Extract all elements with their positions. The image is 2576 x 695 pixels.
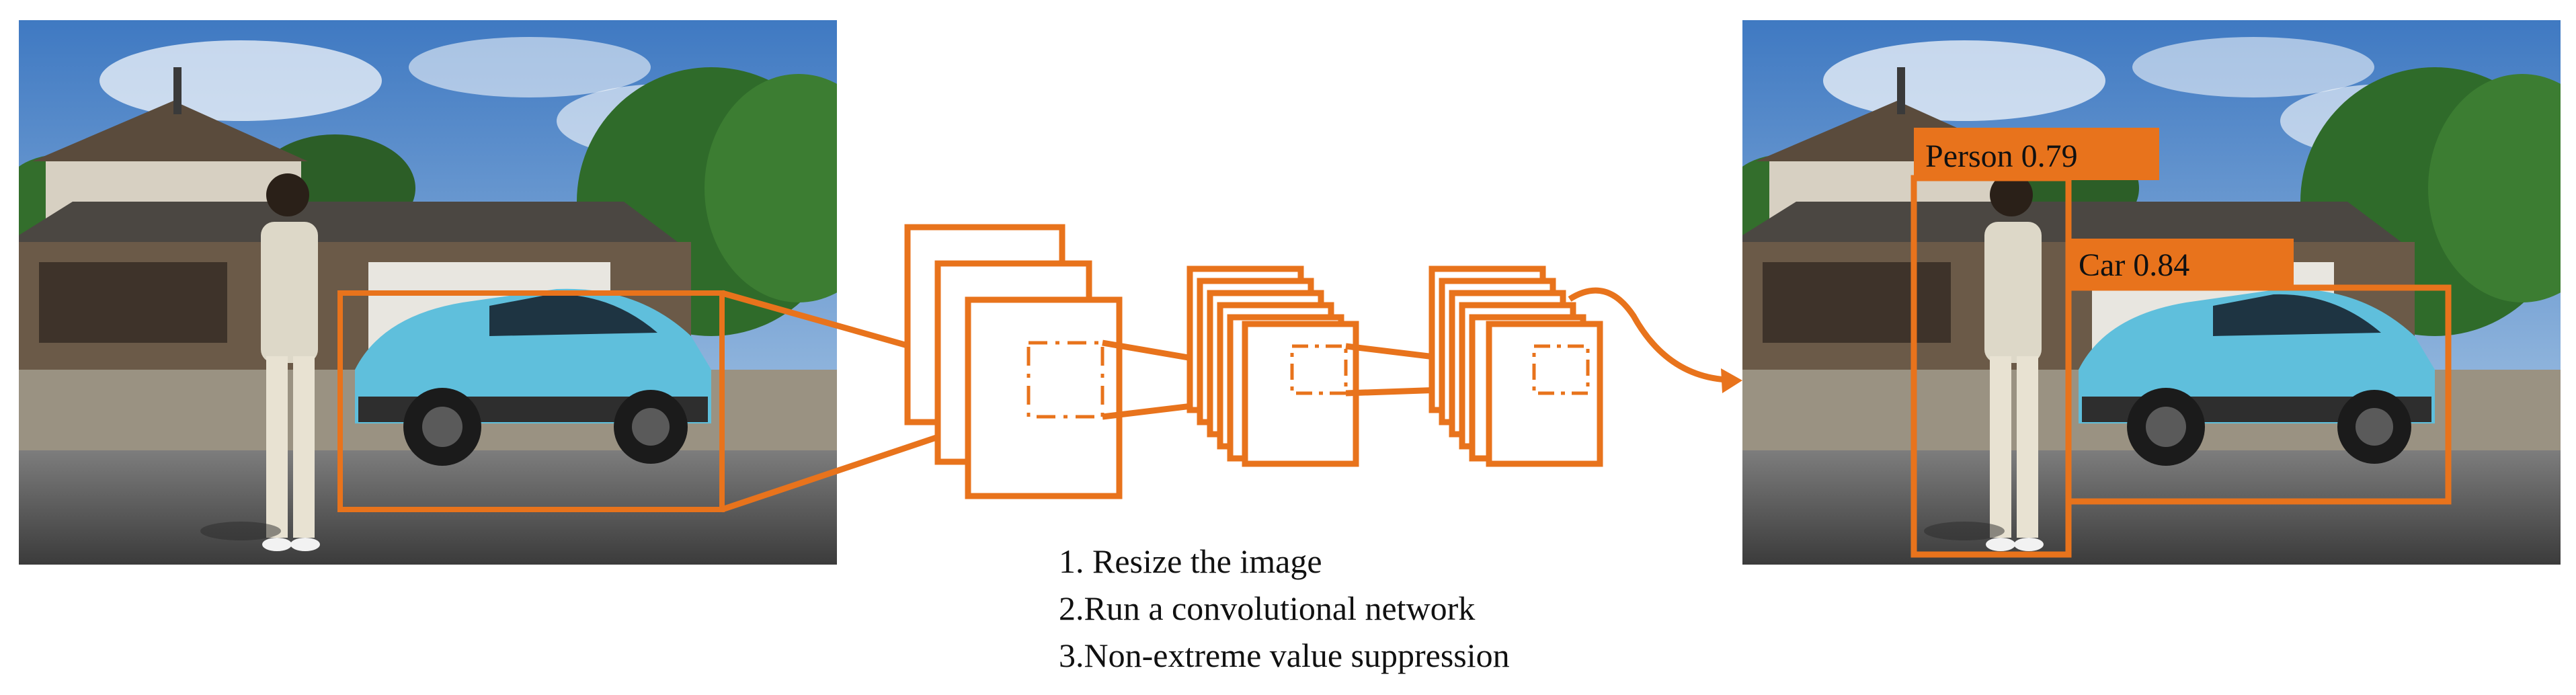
car-region-box	[337, 290, 725, 512]
person	[200, 173, 320, 551]
input-image	[19, 20, 837, 565]
roof-ornament	[1897, 67, 1905, 114]
projection-line	[1102, 390, 1298, 420]
roof	[32, 101, 308, 161]
person-label: Person 0.79	[1925, 138, 2078, 174]
car	[355, 288, 711, 466]
projection-line	[1102, 339, 1298, 380]
road	[1742, 450, 2561, 565]
receptive-field	[1027, 341, 1104, 419]
person-detection: Person 0.79	[1910, 128, 2159, 558]
receptive-field	[1290, 344, 1348, 395]
conv-stage-3	[1428, 265, 1603, 467]
roof-ornament	[173, 67, 182, 114]
step-3: 3.Non-extreme value suppression	[1059, 637, 1510, 674]
cloud	[99, 40, 382, 121]
conv-stage-1	[904, 224, 1123, 499]
projection-line	[1345, 343, 1540, 373]
step-2: 2.Run a convolutional network	[1059, 589, 1476, 627]
receptive-field	[1532, 344, 1590, 395]
tree	[705, 74, 837, 302]
person-label-background	[1914, 128, 2159, 180]
curved-arrow-icon	[1568, 287, 1728, 383]
output-scene: Person 0.79 Car 0.84	[1742, 20, 2561, 565]
conv-stage-2	[1186, 265, 1359, 467]
person	[1924, 173, 2044, 551]
tiled-roof	[1742, 202, 2401, 242]
tiled-roof	[19, 202, 678, 242]
window	[1763, 262, 1951, 343]
input-scene	[19, 20, 837, 565]
arrow-head-icon	[1721, 368, 1742, 393]
output-image: Person 0.79 Car 0.84	[1742, 20, 2561, 565]
cloud	[2132, 37, 2374, 97]
tree	[2428, 74, 2561, 302]
car	[2079, 288, 2435, 466]
cloud	[409, 37, 651, 97]
projection-line	[1345, 383, 1540, 397]
car-detection: Car 0.84	[2065, 239, 2452, 505]
car-label: Car 0.84	[2079, 247, 2189, 283]
window	[39, 262, 227, 343]
cloud	[1823, 40, 2105, 121]
car-label-background	[2068, 239, 2294, 290]
step-1: 1. Resize the image	[1059, 542, 1322, 580]
steps-list: 1. Resize the image 2.Run a convolutiona…	[1059, 538, 1664, 679]
